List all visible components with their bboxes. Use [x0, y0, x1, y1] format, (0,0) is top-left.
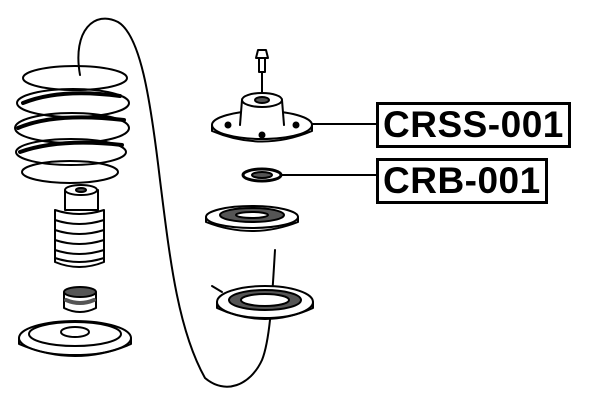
bump-stop-upper — [64, 184, 99, 211]
spring-seat-lower — [211, 285, 314, 320]
bump-stop-lower — [63, 286, 97, 313]
part-label-crss: CRSS-001 — [376, 102, 571, 148]
assembly-outline — [77, 17, 276, 388]
spring-pad-lower — [18, 320, 132, 357]
strut-mount — [211, 92, 313, 143]
part-label-crb: CRB-001 — [376, 158, 548, 204]
bearing — [241, 167, 283, 183]
spring-seat-upper — [205, 205, 299, 232]
dust-boot — [54, 209, 105, 268]
bolt — [255, 49, 269, 93]
coil-spring — [14, 65, 130, 184]
